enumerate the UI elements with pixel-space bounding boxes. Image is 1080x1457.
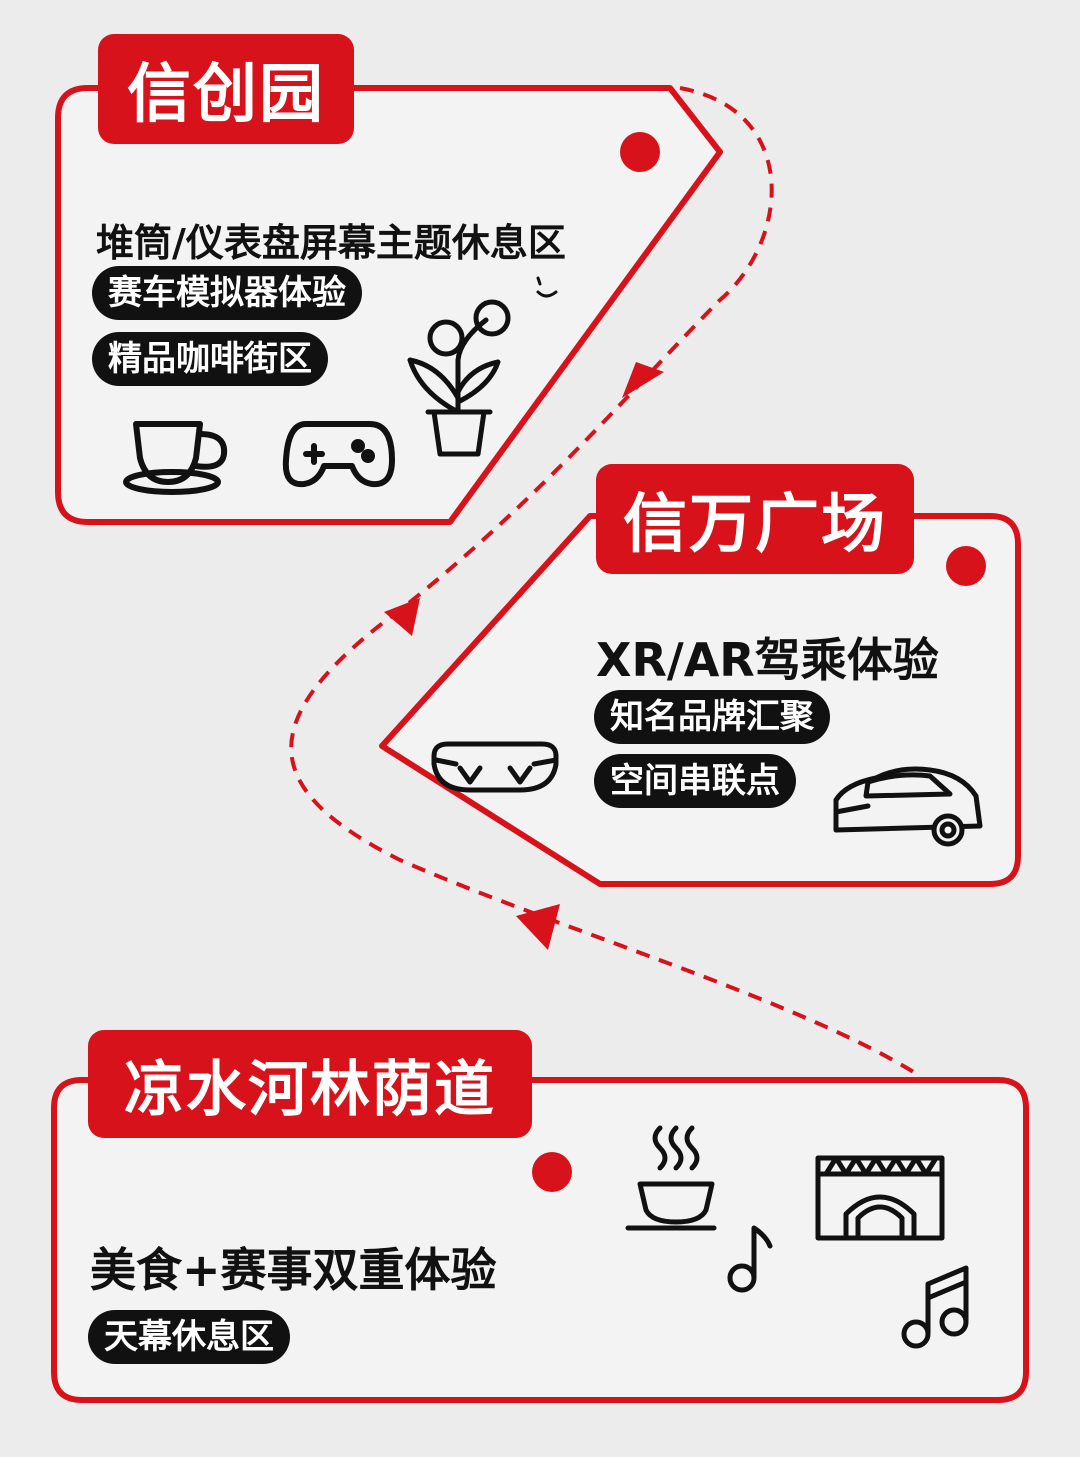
stop-tag: 精品咖啡街区: [92, 332, 328, 386]
game-controller-icon: [282, 421, 395, 488]
route-arrow-icon: [384, 598, 420, 636]
card-dot: [532, 1152, 572, 1192]
stop-tag: 赛车模拟器体验: [92, 266, 362, 320]
car-icon: [833, 766, 983, 847]
coffee-cup-icon: [123, 421, 228, 495]
card-xinchuangyuan: [55, 85, 723, 525]
route-arrow-icon: [622, 362, 664, 398]
card-dot: [620, 132, 660, 172]
stop-headline: 美食+赛事双重体验: [90, 1243, 497, 1297]
vr-goggles-icon: [431, 741, 559, 793]
stop-tag: 知名品牌汇聚: [594, 690, 830, 744]
stage-icon: [815, 1155, 945, 1241]
music-note-icon: [727, 1225, 773, 1293]
stop-title-xinchuangyuan: 信创园: [98, 34, 354, 144]
stop-headline: 堆筒/仪表盘屏幕主题休息区: [96, 221, 566, 265]
stop-title-xinwan-plaza: 信万广场: [596, 464, 914, 574]
hot-drink-icon: [625, 1125, 717, 1231]
route-arrow-icon: [516, 904, 560, 950]
stop-headline: XR/AR驾乘体验: [596, 633, 939, 687]
double-music-note-icon: [901, 1265, 969, 1349]
stop-title-liangshuihe-avenue: 凉水河林荫道: [88, 1030, 532, 1138]
flower-pot-icon: [407, 299, 511, 457]
route-path: [289, 86, 922, 1078]
card-liangshuihe-avenue: [51, 1077, 1029, 1403]
card-dot: [946, 546, 986, 586]
smile-icon: [536, 276, 558, 298]
stop-tag: 天幕休息区: [88, 1310, 290, 1364]
stop-tag: 空间串联点: [594, 754, 796, 808]
